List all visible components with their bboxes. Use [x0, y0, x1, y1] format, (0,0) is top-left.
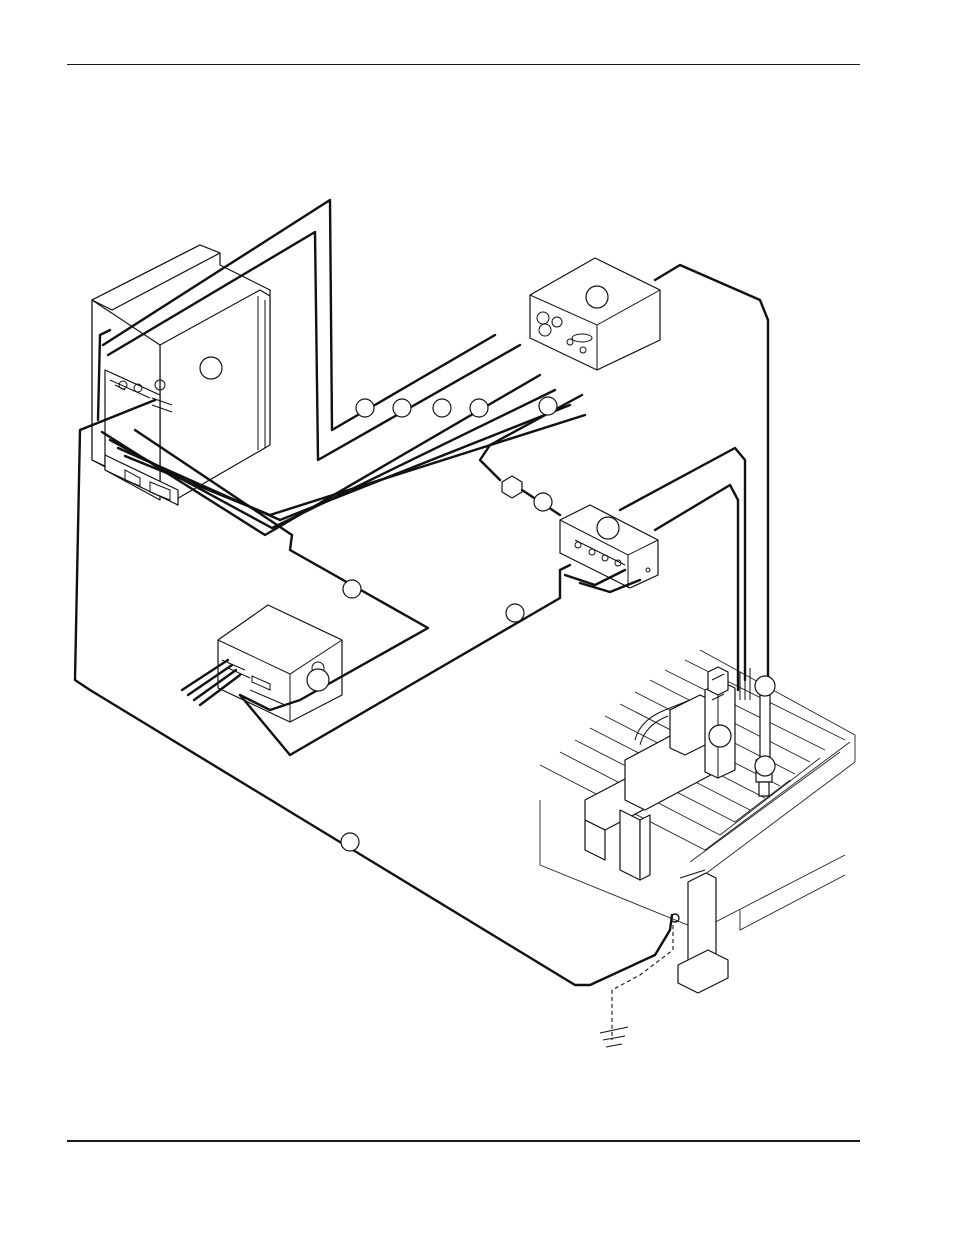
callout-cnc-control — [306, 668, 330, 692]
callout-torch — [754, 755, 776, 777]
lead-marker — [340, 832, 360, 852]
callout-torch-lifter — [708, 724, 732, 748]
ground-connection — [599, 925, 674, 1048]
lead-marker — [469, 398, 489, 418]
header-rule — [67, 64, 860, 65]
gas-console — [529, 257, 661, 371]
lead-marker — [355, 398, 375, 418]
callout-torch-leads — [754, 675, 776, 697]
cnc-control — [217, 604, 343, 723]
callout-ignition-console — [596, 516, 620, 540]
interconnect-cables — [73, 198, 770, 987]
cutting-table — [539, 649, 856, 994]
power-supply — [91, 244, 271, 506]
lead-marker — [392, 398, 412, 418]
ignition-console — [501, 475, 659, 589]
lead-marker — [432, 398, 452, 418]
lead-marker — [533, 492, 553, 512]
callout-gas-console — [585, 285, 609, 309]
lead-marker — [342, 579, 362, 599]
torch-lifter — [704, 666, 736, 779]
lead-marker — [538, 396, 558, 416]
callout-power-supply — [199, 356, 223, 380]
callout-markers — [199, 285, 776, 852]
footer-rule — [67, 1140, 860, 1142]
lead-marker — [505, 603, 525, 623]
